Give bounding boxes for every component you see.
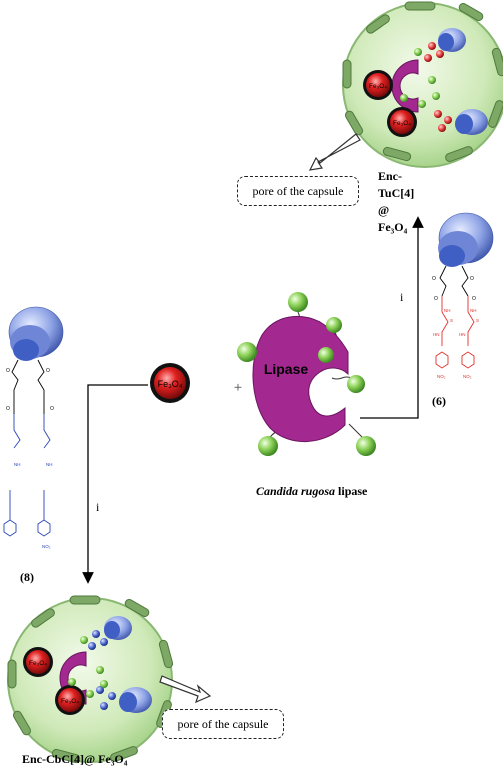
enc-tuc-line-3: @ (378, 203, 390, 217)
pore-label-top-text: pore of the capsule (252, 183, 344, 198)
compound-8-o: O (46, 368, 50, 374)
pore-arrow-top (308, 133, 361, 171)
tuc-linkers-top (400, 42, 452, 132)
plus-sign: + (234, 380, 242, 396)
compound-6-o: O (470, 276, 474, 282)
enc-cbc-label: Enc-CbC[4]@ Fe₃O₄ (22, 752, 128, 766)
calixarene-top-2 (455, 109, 488, 135)
pore-label-bottom-text: pore of the capsule (177, 716, 269, 731)
fe3o4-sphere-bottom-2: Fe₃O₄ (55, 685, 85, 715)
compound-6-o: O (432, 276, 436, 282)
candida-rugosa-suffix: lipase (335, 484, 368, 498)
capsule-pores-top (342, 1, 503, 162)
candida-rugosa-lipase: Lipase (237, 292, 376, 456)
enc-tuc-line-4: Fe₃O₄ (378, 220, 408, 234)
calixarene-top-1 (438, 28, 466, 52)
enc-tuc-label: Enc- TuC[4] @ Fe₃O₄ (378, 168, 414, 236)
compound-6-o: O (434, 296, 438, 302)
fe3o4-sphere-top-1: Fe₃O₄ (363, 70, 393, 100)
compound-6-no2: NO₂ (437, 374, 446, 379)
pore-label-top: pore of the capsule (237, 176, 359, 206)
compound-8-label: (8) (20, 570, 34, 584)
compound-6-o: O (472, 296, 476, 302)
compound-6-hn: HN (459, 332, 466, 337)
reagent-label-top: i (400, 290, 404, 304)
compound-6-label: (6) (432, 394, 446, 408)
capsule-pores-bottom (7, 595, 174, 764)
top-capsule: Fe₃O₄ Fe₃O₄ (342, 1, 503, 168)
fe3o4-sphere-bottom-1: Fe₃O₄ (23, 647, 53, 677)
lipase-label: Lipase (264, 361, 309, 377)
enc-tuc-line-2: TuC[4] (378, 186, 415, 200)
compound-8-no2: NO₂ (42, 544, 51, 549)
pore-arrow-bottom (159, 675, 212, 704)
reaction-arrow-down (82, 384, 148, 584)
compound-6-no2: NO₂ (463, 374, 472, 379)
calixarene-bottom-2 (119, 687, 152, 713)
pore-label-bottom: pore of the capsule (162, 709, 284, 739)
cbc-linkers-bottom (68, 630, 116, 710)
compound-8-o: O (6, 368, 10, 374)
reagent-label-bottom: i (96, 500, 100, 514)
compound-8-o: O (50, 406, 54, 412)
compound-6-structure: O O O O NH NH S S HN HN NO₂ NO₂ (432, 212, 494, 379)
fe3o4-sphere-label: Fe₃O₄ (393, 120, 411, 127)
compound-8-nh: NH (14, 462, 21, 467)
calixarene-bottom-1 (104, 616, 132, 640)
bottom-capsule: Fe₃O₄ Fe₃O₄ (7, 595, 174, 764)
fe3o4-sphere-label: Fe₃O₄ (369, 83, 387, 90)
fe3o4-sphere-label: Fe₃O₄ (61, 698, 79, 705)
reaction-arrow-up (360, 216, 424, 419)
fe3o4-sphere-label: Fe₃O₄ (29, 660, 47, 667)
compound-6-nh: NH (444, 308, 451, 313)
compound-6-s: S (450, 318, 453, 323)
candida-rugosa-italic: Candida rugosa (256, 484, 336, 498)
lipase-top (391, 59, 419, 113)
candida-rugosa-label: Candida rugosa lipase (256, 484, 367, 499)
compound-8-o: O (6, 406, 10, 412)
fe3o4-sphere-top-2: Fe₃O₄ (387, 107, 417, 137)
compound-8-nh: NH (46, 462, 53, 467)
enc-tuc-line-1: Enc- (378, 169, 402, 183)
fe3o4-reactant-label: Fe₃O₄ (158, 379, 183, 389)
compound-8-structure: O O O O NH NH NO₂ (3, 306, 64, 549)
compound-6-s: S (476, 318, 479, 323)
fe3o4-reactant: Fe₃O₄ (150, 363, 190, 403)
compound-6-hn: HN (433, 332, 440, 337)
compound-6-nh: NH (470, 308, 477, 313)
lipase-green-balls (237, 292, 376, 456)
